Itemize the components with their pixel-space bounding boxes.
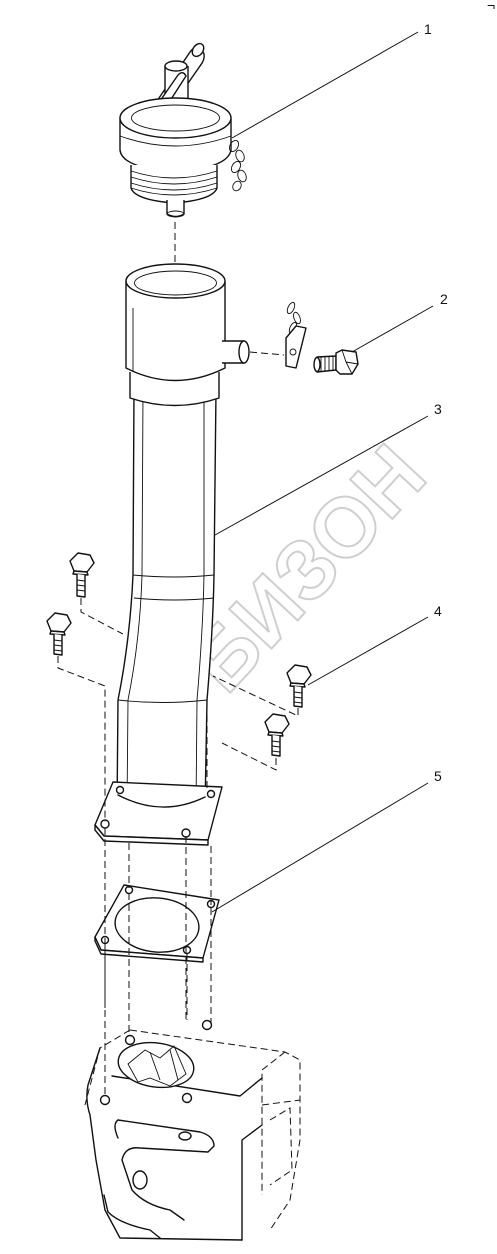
callout-3: 3 bbox=[434, 401, 442, 417]
bolt-d bbox=[264, 713, 290, 757]
part-1-filler-cap bbox=[119, 42, 247, 218]
bolt-a bbox=[69, 552, 95, 598]
assembly-centerlines bbox=[104, 828, 212, 1098]
callout-5: 5 bbox=[434, 768, 442, 784]
bolt-c bbox=[286, 664, 312, 708]
part-3-filler-pipe bbox=[94, 263, 250, 846]
part-4-bolts bbox=[46, 552, 312, 822]
corner-mark: ¬ bbox=[487, 0, 495, 13]
callout-1: 1 bbox=[424, 21, 432, 37]
gearbox-housing bbox=[84, 1019, 301, 1241]
part-5-gasket bbox=[94, 884, 220, 963]
callout-labels: 1 2 3 4 5 ¬ bbox=[424, 0, 495, 784]
bolt-b bbox=[46, 612, 72, 656]
callout-2: 2 bbox=[440, 291, 448, 307]
cap-chain bbox=[228, 139, 247, 192]
part-2-clip-and-bolt bbox=[249, 301, 359, 375]
callout-leaders bbox=[211, 31, 434, 913]
callout-4: 4 bbox=[434, 603, 442, 619]
